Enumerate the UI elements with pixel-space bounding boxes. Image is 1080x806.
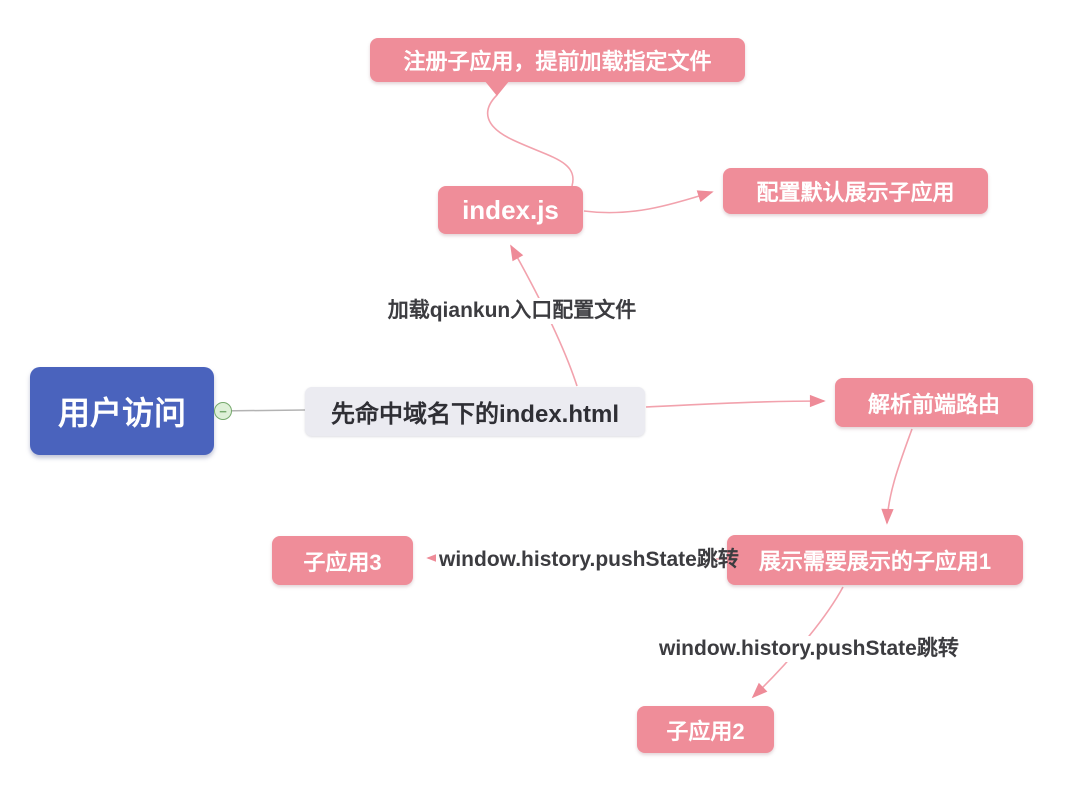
edge-label-load-qiankun[interactable]: 加载qiankun入口配置文件 (373, 298, 651, 324)
node-subapp2[interactable]: 子应用2 (637, 706, 774, 753)
edge-indexjs-to-callout (487, 94, 574, 187)
node-label: 解析前端路由 (867, 391, 1000, 417)
callout-label: 注册子应用，提前加载指定文件 (403, 49, 712, 74)
node-user-visit[interactable]: 用户访问 (30, 367, 214, 455)
callout-register-subapps[interactable]: 注册子应用，提前加载指定文件 (370, 38, 745, 82)
node-label: 先命中域名下的index.html (330, 401, 619, 428)
node-subapp3[interactable]: 子应用3 (272, 536, 413, 585)
node-label: 展示需要展示的子应用1 (758, 549, 992, 574)
callout-tail (484, 80, 510, 96)
collapse-toggle[interactable]: − (214, 402, 232, 420)
node-config-default-subapp[interactable]: 配置默认展示子应用 (723, 168, 988, 214)
node-index-html[interactable]: 先命中域名下的index.html (305, 387, 645, 436)
node-label: 用户访问 (57, 395, 186, 431)
edge-main-to-parseroute (645, 394, 826, 408)
edge-indexjs-to-config (583, 190, 714, 214)
edge-label-pushstate-to-subapp3[interactable]: window.history.pushState跳转 (436, 547, 739, 573)
collapse-minus-icon: − (219, 403, 227, 419)
node-label: 配置默认展示子应用 (756, 180, 955, 205)
edge-label-pushstate-to-subapp2[interactable]: window.history.pushState跳转 (656, 636, 959, 662)
node-label: index.js (462, 194, 559, 225)
node-label: 子应用2 (666, 718, 745, 744)
node-show-subapp1[interactable]: 展示需要展示的子应用1 (727, 535, 1023, 585)
edge-parseroute-to-showsubapp1 (881, 428, 913, 525)
node-label: 子应用3 (303, 549, 382, 575)
node-parse-route[interactable]: 解析前端路由 (835, 378, 1033, 427)
node-index-js[interactable]: index.js (438, 186, 583, 234)
